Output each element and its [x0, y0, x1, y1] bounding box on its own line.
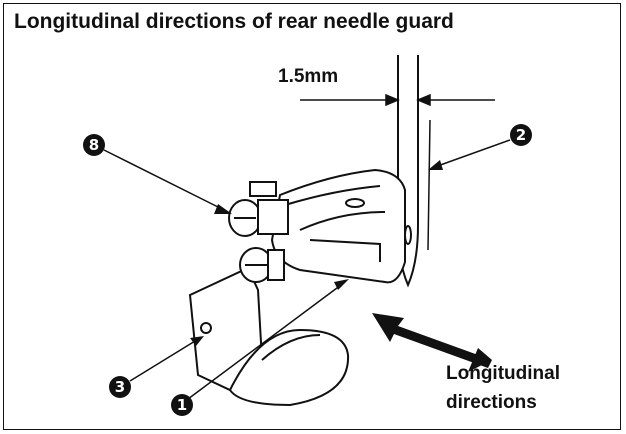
screw-lower — [239, 247, 285, 283]
callout-2-label: 2 — [516, 126, 526, 144]
dimension-label: 1.5mm — [278, 66, 339, 87]
leader-arrowheads — [190, 160, 443, 346]
leader-lines — [103, 139, 511, 400]
callout-3: 3 — [109, 376, 131, 398]
callout-1-label: 1 — [177, 396, 187, 414]
screw-upper — [228, 181, 289, 237]
hook-base — [188, 266, 350, 407]
direction-caption-line2: directions — [446, 392, 537, 413]
callout-8: 8 — [83, 134, 105, 156]
callout-1: 1 — [171, 394, 193, 416]
callout-3-label: 3 — [115, 378, 125, 396]
callout-8-label: 8 — [89, 136, 99, 154]
figure-title: Longitudinal directions of rear needle g… — [14, 10, 454, 33]
longitudinal-direction-arrow — [372, 313, 492, 372]
callout-2: 2 — [510, 124, 532, 146]
rear-needle-guard — [270, 168, 406, 284]
dimension-lines — [300, 93, 495, 107]
